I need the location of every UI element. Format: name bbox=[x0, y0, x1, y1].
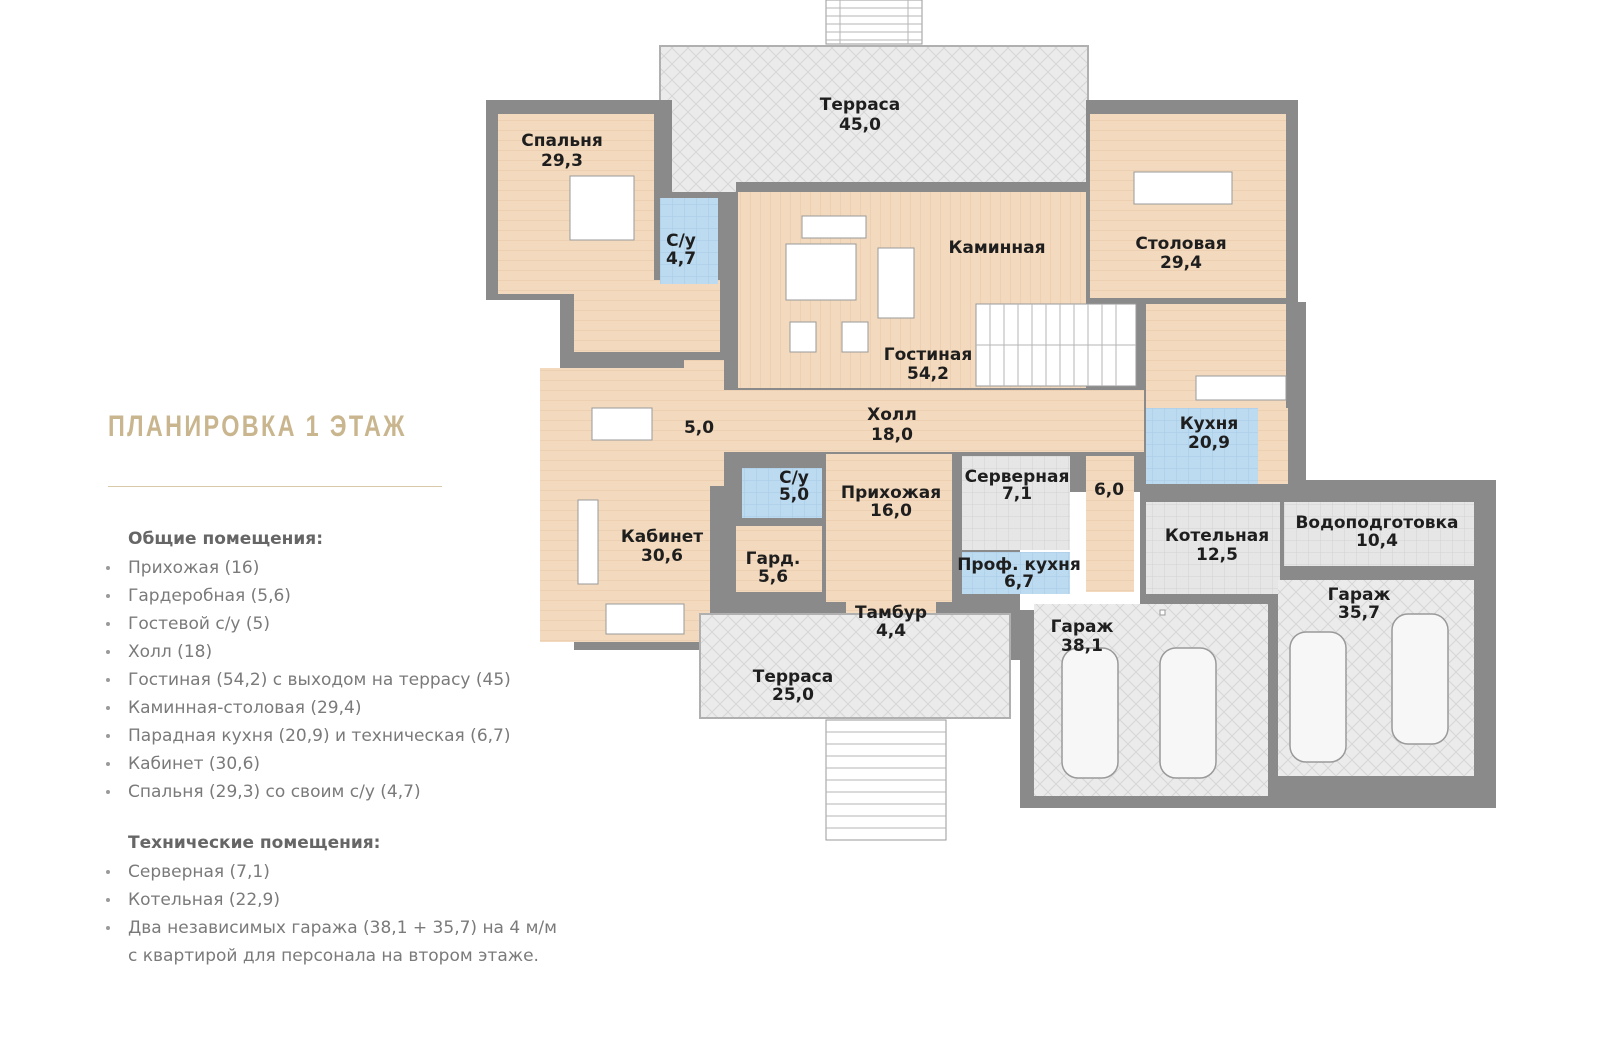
label-wc-guest-name: С/у bbox=[779, 468, 809, 488]
car-icon bbox=[1159, 647, 1217, 779]
heading-divider bbox=[108, 486, 442, 487]
bullet-icon bbox=[106, 650, 110, 654]
label-garage-2-area: 35,7 bbox=[1338, 603, 1380, 623]
car-icon bbox=[1391, 613, 1449, 745]
room-water bbox=[1284, 502, 1474, 566]
terrace-bottom bbox=[699, 613, 1011, 719]
bullet-icon bbox=[106, 566, 110, 570]
label-wardrobe-name: Гард. bbox=[746, 549, 801, 569]
label-vestibule-area: 4,4 bbox=[876, 621, 906, 641]
label-water-name: Водоподготовка bbox=[1295, 513, 1458, 533]
common-rooms-list: Прихожая (16) Гардеробная (5,6) Гостевой… bbox=[104, 554, 511, 806]
stairs-bottom bbox=[825, 719, 947, 841]
bullet-icon bbox=[106, 594, 110, 598]
main-stairs bbox=[975, 303, 1137, 387]
bullet-icon bbox=[106, 870, 110, 874]
label-stair-small-area: 6,0 bbox=[1094, 480, 1124, 500]
label-server-name: Серверная bbox=[965, 467, 1070, 487]
label-living-area: 54,2 bbox=[907, 364, 949, 384]
label-living-name: Гостиная bbox=[884, 345, 973, 365]
list-item: Гостиная (54,2) с выходом на террасу (45… bbox=[104, 666, 511, 694]
list-item: Каминная-столовая (29,4) bbox=[104, 694, 511, 722]
label-entrance-area: 16,0 bbox=[870, 501, 912, 521]
stairs-top bbox=[825, 0, 923, 45]
label-wc-bedroom-name: С/у bbox=[666, 231, 696, 251]
label-garage-1-name: Гараж bbox=[1051, 617, 1114, 637]
label-dining-area: 29,4 bbox=[1160, 253, 1202, 273]
cars bbox=[1061, 613, 1449, 779]
label-corridor-area: 5,0 bbox=[684, 418, 714, 438]
room-hall bbox=[724, 390, 1144, 452]
label-terrace-top-area: 45,0 bbox=[839, 115, 881, 135]
technical-rooms-list: Серверная (7,1) Котельная (22,9) Два нез… bbox=[104, 858, 557, 970]
label-terrace-bottom-name: Терраса bbox=[753, 667, 833, 687]
label-vestibule-name: Тамбур bbox=[855, 603, 927, 623]
car-icon bbox=[1061, 647, 1119, 779]
room-labels: Терраса 45,0 Спальня 29,3 С/у 4,7 Каминн… bbox=[521, 95, 1458, 705]
label-bedroom-name: Спальня bbox=[521, 131, 603, 151]
room-stair-small bbox=[1086, 456, 1134, 592]
label-boiler-area: 12,5 bbox=[1196, 545, 1238, 565]
bullet-icon bbox=[106, 762, 110, 766]
label-wc-guest-area: 5,0 bbox=[779, 485, 809, 505]
car-icon bbox=[1289, 631, 1347, 763]
label-office-name: Кабинет bbox=[621, 527, 703, 547]
label-hall-name: Холл bbox=[867, 405, 917, 425]
label-hall-area: 18,0 bbox=[871, 425, 913, 445]
list-item: Гардеробная (5,6) bbox=[104, 582, 511, 610]
list-item: Серверная (7,1) bbox=[104, 858, 557, 886]
room-dining bbox=[1090, 114, 1286, 298]
terrace-top bbox=[659, 45, 1089, 199]
label-terrace-top-name: Терраса bbox=[820, 95, 900, 115]
label-bedroom-area: 29,3 bbox=[541, 151, 583, 171]
label-boiler-name: Котельная bbox=[1165, 526, 1269, 546]
technical-rooms-title: Технические помещения: bbox=[128, 833, 381, 853]
bullet-icon bbox=[106, 622, 110, 626]
label-garage-1-area: 38,1 bbox=[1061, 636, 1103, 656]
bullet-icon bbox=[106, 926, 110, 930]
label-kitchen-name: Кухня bbox=[1180, 414, 1239, 434]
room-server bbox=[962, 456, 1070, 550]
room-prof-kitchen bbox=[962, 552, 1070, 594]
common-rooms-title: Общие помещения: bbox=[128, 529, 324, 549]
label-fireplace-name: Каминная bbox=[948, 238, 1045, 258]
label-garage-2-name: Гараж bbox=[1328, 585, 1391, 605]
list-item: Гостевой с/у (5) bbox=[104, 610, 511, 638]
label-entrance-name: Прихожая bbox=[841, 483, 941, 503]
list-item: Холл (18) bbox=[104, 638, 511, 666]
list-item: Парадная кухня (20,9) и техническая (6,7… bbox=[104, 722, 511, 750]
bullet-icon bbox=[106, 790, 110, 794]
room-kitchen bbox=[1146, 408, 1258, 484]
room-bedroom-lower bbox=[574, 280, 720, 352]
list-item: Прихожая (16) bbox=[104, 554, 511, 582]
label-wc-bedroom-area: 4,7 bbox=[666, 249, 696, 269]
label-kitchen-area: 20,9 bbox=[1188, 433, 1230, 453]
room-entrance bbox=[826, 454, 952, 602]
label-prof-kitchen-area: 6,7 bbox=[1004, 572, 1034, 592]
list-item: Спальня (29,3) со своим с/у (4,7) bbox=[104, 778, 511, 806]
bullet-icon bbox=[106, 706, 110, 710]
label-office-area: 30,6 bbox=[641, 546, 683, 566]
room-boiler bbox=[1146, 502, 1280, 594]
list-item: Два независимых гаража (38,1 + 35,7) на … bbox=[104, 914, 557, 942]
label-prof-kitchen-name: Проф. кухня bbox=[957, 555, 1081, 575]
bullet-icon bbox=[106, 678, 110, 682]
list-item: Котельная (22,9) bbox=[104, 886, 557, 914]
room-kitchen-side bbox=[1258, 408, 1288, 484]
label-terrace-bottom-area: 25,0 bbox=[772, 685, 814, 705]
page-heading: ПЛАНИРОВКА 1 ЭТАЖ bbox=[108, 410, 407, 443]
label-dining-name: Столовая bbox=[1135, 234, 1226, 254]
label-water-area: 10,4 bbox=[1356, 531, 1398, 551]
list-item: Кабинет (30,6) bbox=[104, 750, 511, 778]
room-wc-guest bbox=[742, 468, 822, 518]
room-wc-bedroom bbox=[660, 198, 718, 284]
label-wardrobe-area: 5,6 bbox=[758, 567, 788, 587]
label-server-area: 7,1 bbox=[1002, 484, 1032, 504]
bullet-icon bbox=[106, 898, 110, 902]
room-wardrobe bbox=[736, 526, 822, 592]
furniture bbox=[569, 171, 1287, 635]
list-item-continuation: с квартирой для персонала на втором этаж… bbox=[128, 946, 539, 966]
bullet-icon bbox=[106, 734, 110, 738]
